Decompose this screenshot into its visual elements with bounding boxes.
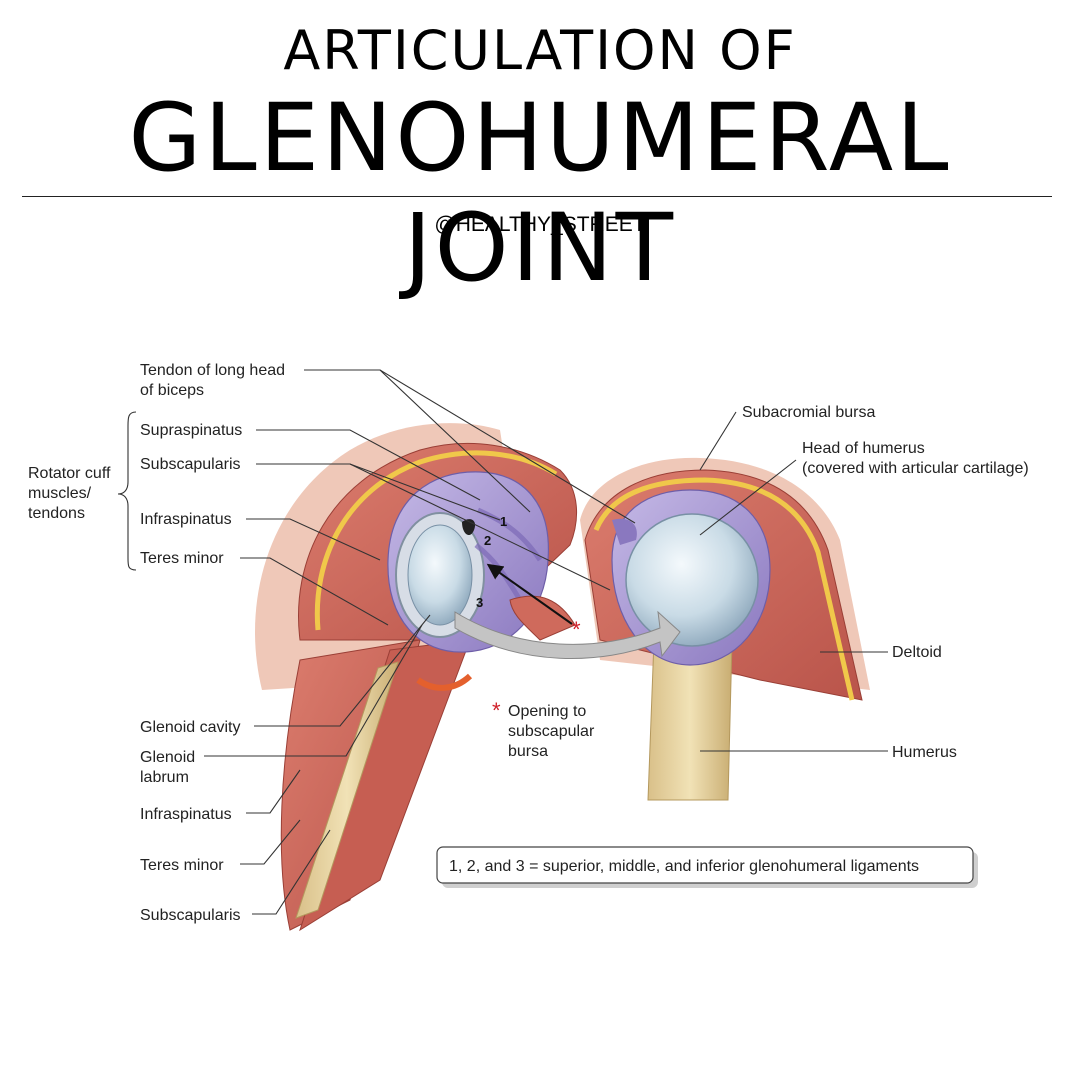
articulation-arrow: [454, 610, 681, 659]
label-glenoid-cavity: Glenoid cavity: [140, 719, 241, 736]
bursa-pointer-arrow: [486, 563, 573, 625]
label-supraspinatus: Supraspinatus: [140, 422, 242, 439]
humeral-side: [580, 457, 870, 801]
label-head-humerus-2: (covered with articular cartilage): [802, 460, 1029, 477]
label-opening-3: bursa: [508, 743, 548, 760]
page-title: GLENOHUMERAL JOINT: [128, 84, 952, 303]
label-subacromial-bursa: Subacromial bursa: [742, 404, 876, 421]
scapular-side: [255, 423, 578, 932]
ligament-number-1: 1: [500, 514, 507, 529]
label-head-humerus-1: Head of humerus: [802, 440, 925, 457]
label-subscapularis-bottom: Subscapularis: [140, 907, 241, 924]
label-tendon-biceps-2: of biceps: [140, 382, 204, 399]
label-infraspinatus-top: Infraspinatus: [140, 511, 232, 528]
label-opening-2: subscapular: [508, 723, 595, 740]
head-of-humerus: [625, 513, 759, 647]
label-rotator-cuff-1: Rotator cuff: [28, 465, 111, 482]
label-glenoid-labrum-2: labrum: [140, 769, 189, 786]
label-deltoid: Deltoid: [892, 644, 942, 661]
label-infraspinatus-bottom: Infraspinatus: [140, 806, 232, 823]
author-handle: @HEALTHY_STREET: [434, 213, 646, 236]
biceps-tendon-right: [612, 518, 637, 545]
label-rotator-cuff-3: tendons: [28, 505, 85, 522]
label-tendon-biceps-1: Tendon of long head: [140, 362, 285, 379]
legend-box: [436, 846, 974, 884]
title-divider: [22, 196, 1052, 197]
glenoid-cavity: [407, 524, 473, 626]
legend-text: 1, 2, and 3 = superior, middle, and infe…: [449, 858, 919, 875]
label-subscapularis-top: Subscapularis: [140, 456, 241, 473]
tendon-strip: [416, 673, 473, 691]
label-humerus: Humerus: [892, 744, 957, 761]
scapula-bone: [295, 661, 399, 919]
title-line-1: ARTICULATION OF: [283, 19, 797, 82]
label-rotator-cuff-2: muscles/: [28, 485, 92, 502]
rotator-cuff-brace: [117, 411, 137, 571]
bursa-star-marker: *: [572, 617, 581, 642]
label-glenoid-labrum-1: Glenoid: [140, 749, 195, 766]
opening-star: *: [492, 698, 501, 723]
label-opening-1: Opening to: [508, 703, 586, 720]
label-teres-minor-bottom: Teres minor: [140, 857, 224, 874]
ligament-number-3: 3: [476, 595, 483, 610]
label-teres-minor-top: Teres minor: [140, 550, 224, 567]
fat-layer-left: [314, 450, 558, 631]
leader-lines: [204, 369, 888, 915]
ligament-number-2: 2: [484, 533, 491, 548]
ligament-legend: 1, 2, and 3 = superior, middle, and infe…: [436, 846, 978, 888]
fat-layer-right: [593, 477, 855, 701]
